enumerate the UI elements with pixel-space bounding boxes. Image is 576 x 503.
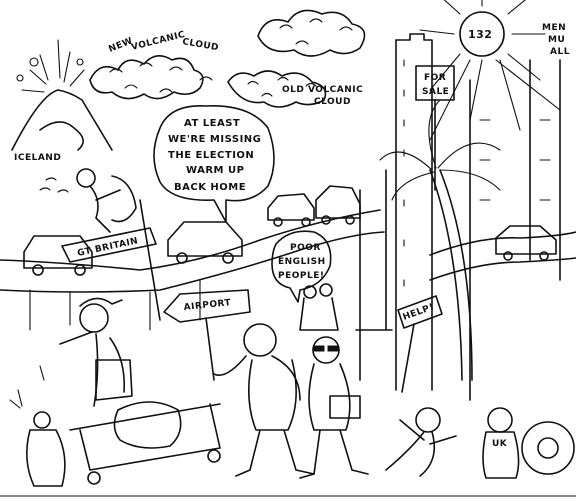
for-sale-label-2: SALE [422,87,449,97]
help-sign [397,295,443,393]
poor-english-line-2: ENGLISH [278,257,326,267]
uk-label: UK [492,439,508,449]
airport-label: AIRPORT [183,298,232,313]
sun-temperature: 132 [468,28,492,41]
main-bubble-line-1: AT LEAST [184,118,240,129]
birds [39,177,69,193]
corner-text-2: MU [548,35,565,45]
main-bubble-line-2: WE'RE MISSING [168,134,261,145]
tower-buildings [355,33,561,401]
main-bubble-line-4: WARM UP [186,165,244,176]
gt-britain-label: GT BRITAIN [77,236,140,259]
sun-icon [419,0,561,141]
palm-tree-icon [379,99,501,381]
poor-english-bubble [271,230,332,303]
main-bubble-line-3: THE ELECTION [168,150,254,161]
main-bubble-line-5: BACK HOME [174,182,246,193]
airport-sign [163,289,251,381]
for-sale-sign [415,65,455,191]
volcano-icon [11,39,113,151]
old-volcanic-label-1: OLD VOLCANIC [282,85,363,95]
corner-text-3: ALL [550,47,570,57]
cars [23,185,557,276]
perched-figure [76,168,137,233]
main-speech-bubble [153,105,275,223]
new-volcanic-label-3: CLOUD [181,37,219,53]
corner-text-1: MEN [542,23,566,33]
gt-britain-sign [61,199,161,321]
new-volcanic-cloud [89,55,213,100]
poor-english-line-1: POOR [290,243,321,253]
top-cloud [257,9,366,57]
crowd-figures [9,283,575,487]
poor-english-line-3: PEOPLE! [278,271,324,281]
help-label: HELP! [402,302,436,323]
new-volcanic-label-2: VOLCANIC [130,30,186,53]
old-volcanic-cloud [227,70,327,108]
for-sale-label-1: FOR [424,73,446,83]
highway [0,209,576,331]
old-volcanic-label-2: CLOUD [314,97,351,107]
iceland-label: ICELAND [14,153,61,163]
